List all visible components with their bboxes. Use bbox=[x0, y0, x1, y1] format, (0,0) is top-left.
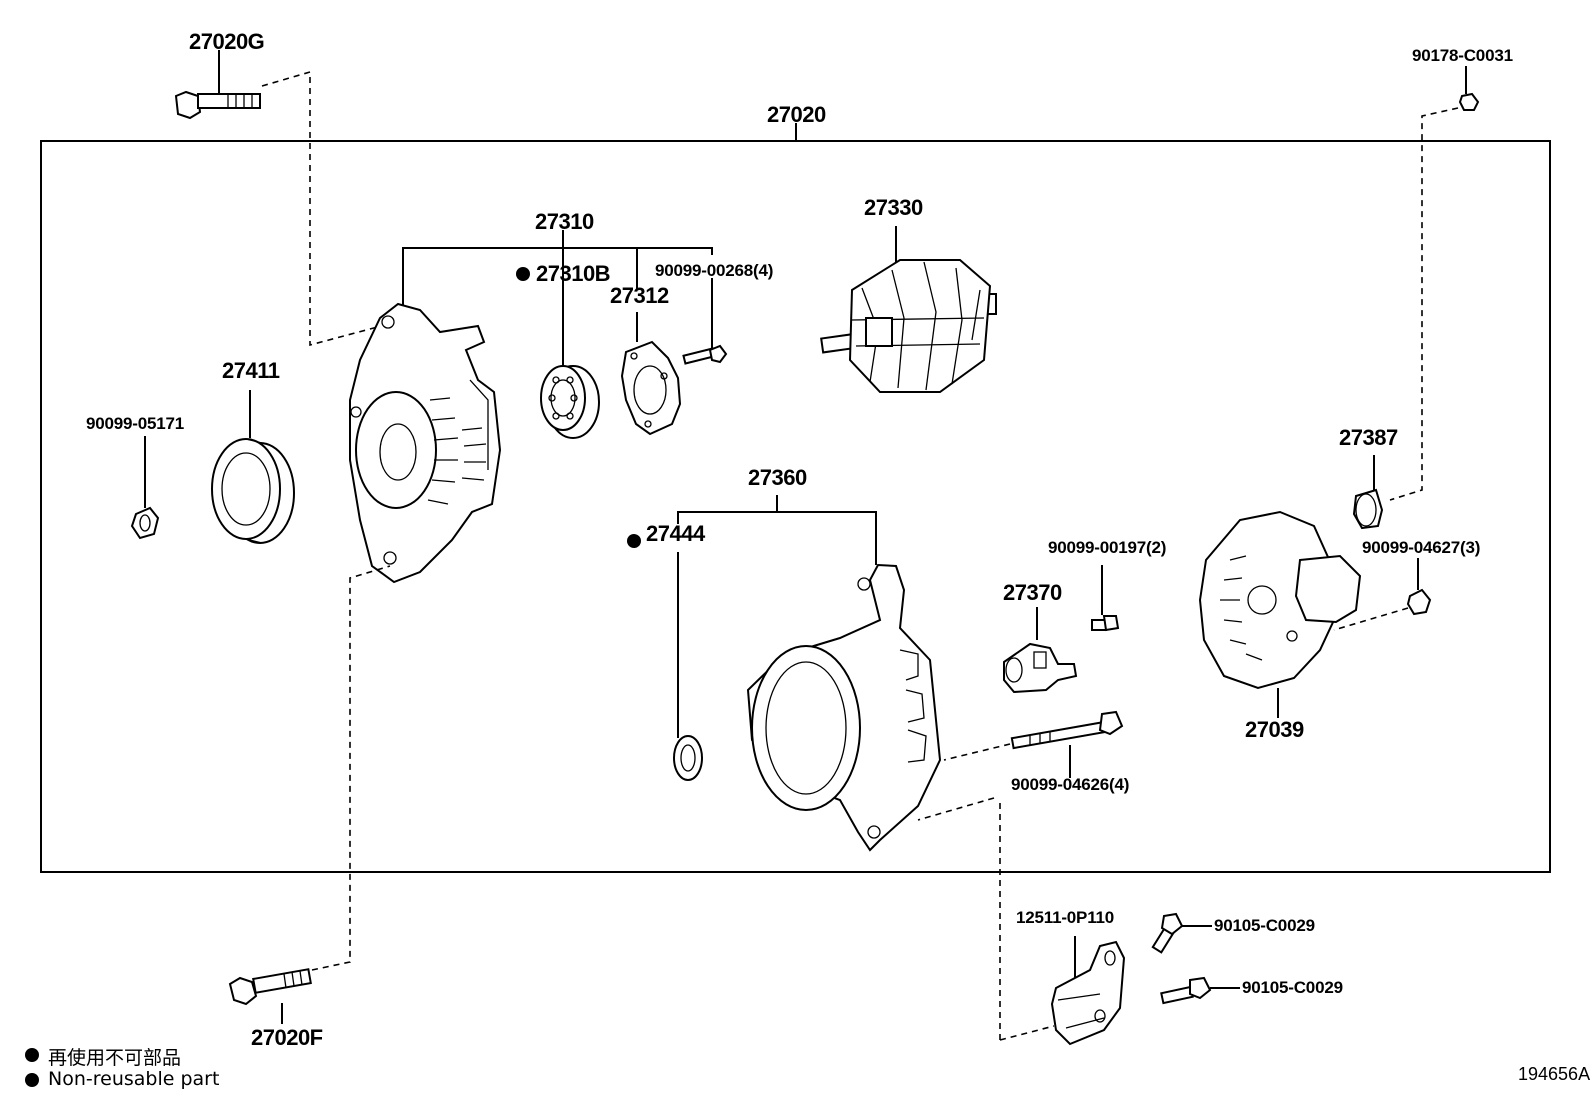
bolt-27020F bbox=[228, 968, 312, 1006]
non-reusable-marker-27310B bbox=[516, 267, 530, 281]
nut-90099-05171 bbox=[130, 506, 160, 540]
legend-non-reusable-en: Non-reusable part bbox=[48, 1068, 220, 1090]
legend-bullet-2 bbox=[25, 1073, 39, 1087]
rear-frame-27360 bbox=[746, 563, 942, 852]
label-90105-C0029-b: 90105-C0029 bbox=[1242, 978, 1343, 997]
cap-27387 bbox=[1352, 488, 1384, 530]
rear-cover-27039 bbox=[1198, 510, 1362, 690]
label-90178-C0031: 90178-C0031 bbox=[1412, 46, 1513, 65]
retainer-plate-27312 bbox=[620, 340, 682, 436]
label-27039: 27039 bbox=[1245, 717, 1304, 742]
washer-27444 bbox=[673, 735, 703, 781]
bracket-12511-0P110 bbox=[1050, 940, 1126, 1046]
bearing-27310B bbox=[540, 365, 600, 439]
label-90099-04626: 90099-04626(4) bbox=[1011, 775, 1130, 794]
bolt-90105-C0029-b bbox=[1160, 976, 1212, 1005]
label-27020G: 27020G bbox=[189, 29, 265, 54]
figure-id: 194656A bbox=[1518, 1064, 1591, 1084]
bolt-90099-04626 bbox=[1010, 710, 1124, 750]
label-27444: 27444 bbox=[646, 521, 705, 546]
drive-end-frame-27310 bbox=[349, 302, 502, 584]
label-90099-05171: 90099-05171 bbox=[86, 414, 185, 433]
legend-bullet-1 bbox=[25, 1048, 39, 1062]
screw-90099-00268 bbox=[682, 344, 728, 365]
label-90099-00268: 90099-00268(4) bbox=[655, 261, 774, 280]
bolt-90105-C0029-a bbox=[1151, 912, 1184, 954]
label-27370: 27370 bbox=[1003, 580, 1062, 605]
label-27387: 27387 bbox=[1339, 425, 1398, 450]
label-90105-C0029-a: 90105-C0029 bbox=[1214, 916, 1315, 935]
label-27310: 27310 bbox=[535, 209, 594, 234]
label-27312: 27312 bbox=[610, 283, 669, 308]
label-27020F: 27020F bbox=[251, 1025, 323, 1050]
screw-90099-00197 bbox=[1091, 615, 1120, 632]
label-27360: 27360 bbox=[748, 465, 807, 490]
label-27020: 27020 bbox=[767, 102, 826, 127]
label-90099-04627: 90099-04627(3) bbox=[1362, 538, 1481, 557]
bolt-27020G bbox=[174, 90, 261, 120]
nut-90099-04627 bbox=[1406, 588, 1432, 616]
rotor-27330 bbox=[820, 259, 997, 393]
label-27310B: 27310B bbox=[536, 261, 611, 286]
pulley-27411 bbox=[211, 438, 295, 544]
non-reusable-marker-27444 bbox=[627, 534, 641, 548]
label-27411: 27411 bbox=[222, 358, 280, 383]
nut-90178-C0031 bbox=[1458, 92, 1480, 111]
brush-holder-27370 bbox=[1003, 642, 1078, 694]
label-90099-00197: 90099-00197(2) bbox=[1048, 538, 1167, 557]
label-12511-0P110: 12511-0P110 bbox=[1016, 908, 1115, 927]
label-27330: 27330 bbox=[864, 195, 923, 220]
legend-non-reusable-ja: 再使用不可部品 bbox=[48, 1047, 182, 1069]
